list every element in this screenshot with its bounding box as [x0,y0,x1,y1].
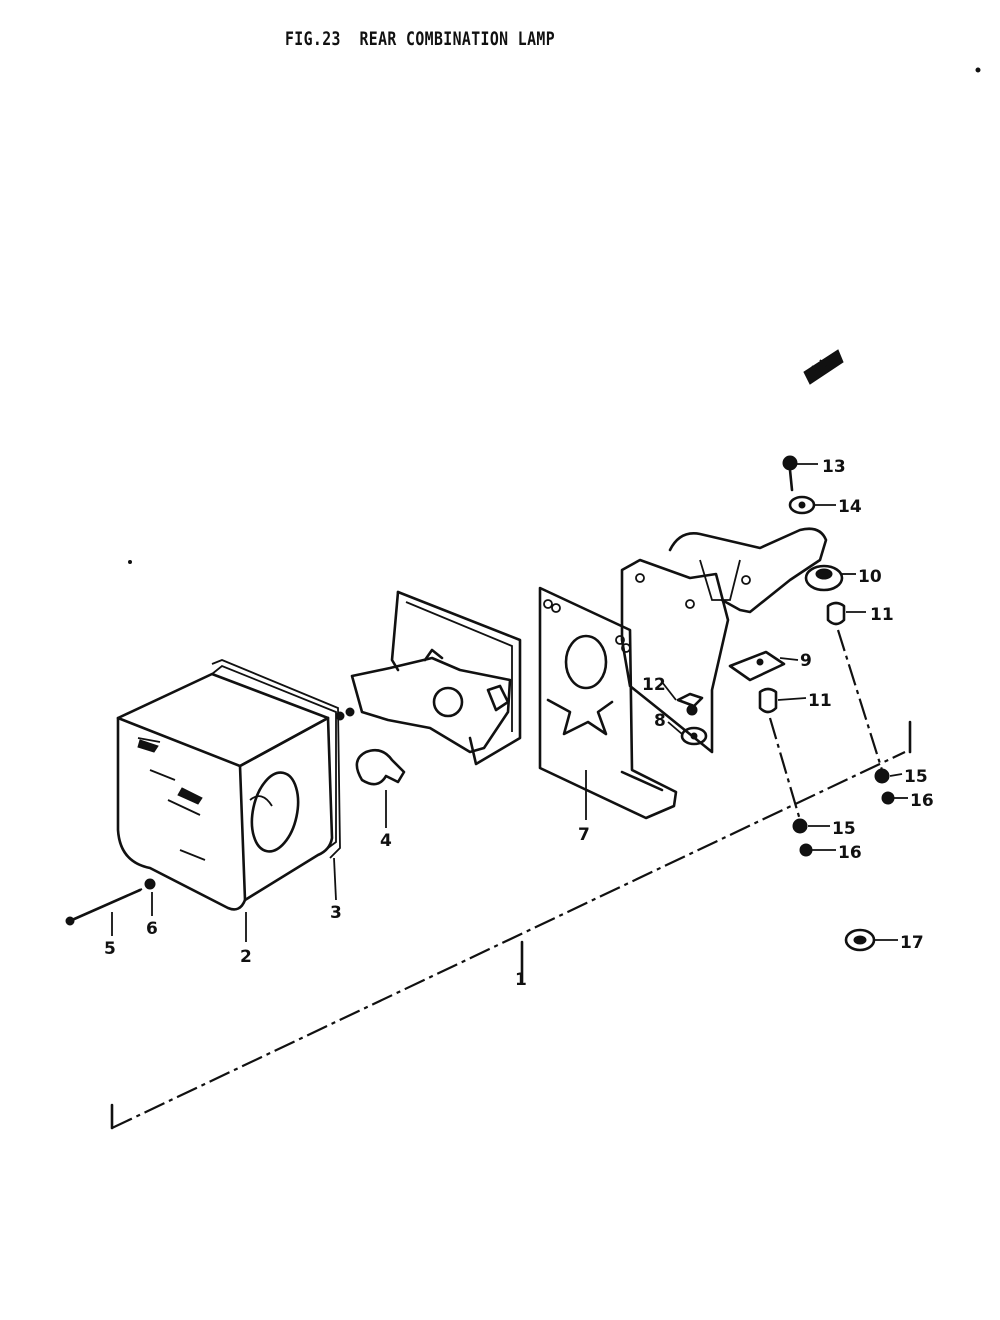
callout-5: 5 [104,939,116,959]
bracket-part [620,527,828,754]
washer-part [144,878,156,890]
mounting-plate-part [538,586,678,820]
callout-16-lower: 16 [838,843,862,863]
callout-7: 7 [578,825,590,845]
nut-part [680,726,708,746]
callout-17: 17 [900,933,924,953]
collar-part-upper [826,601,846,626]
lamp-housing-part [116,664,337,911]
callout-numbers: 1 2 3 4 5 6 7 8 9 10 11 11 12 13 14 15 1… [104,457,934,990]
callout-10: 10 [858,567,882,587]
gasket-part [211,659,341,859]
clip-nut-part [728,650,786,682]
callout-4: 4 [380,831,392,851]
callout-9: 9 [800,651,812,671]
callout-15-upper: 15 [904,767,928,787]
collar-part-lower [758,687,778,714]
cap-part-17 [844,928,876,952]
callout-11-upper: 11 [870,605,894,625]
socket-part [350,648,512,754]
callout-16-upper: 16 [910,791,934,811]
callout-15-lower: 15 [832,819,856,839]
callout-leaders [111,463,908,942]
callout-11-lower: 11 [808,691,832,711]
washer-part-14 [788,495,816,515]
callout-14: 14 [838,497,862,517]
speck [975,67,981,73]
clip-part [676,692,704,716]
leader-dashed [836,629,884,771]
socket-frame-part [390,590,522,766]
assembly-bracket-line [110,720,912,1130]
nut-part-15 [792,768,890,834]
speck [128,560,132,564]
callout-8: 8 [654,711,666,731]
callout-1: 1 [515,970,527,990]
callout-2: 2 [240,947,252,967]
callout-6: 6 [146,919,158,939]
bolt-part [782,455,798,492]
bulb-part [335,707,406,786]
callout-13: 13 [822,457,846,477]
direction-arrow-icon [803,349,844,385]
callout-3: 3 [330,903,342,923]
figure-title: FIG.23 REAR COMBINATION LAMP [285,28,556,50]
callout-12: 12 [642,675,666,695]
leader-dashed [768,717,802,821]
grommet-part [804,564,844,592]
screw-part [65,888,143,926]
